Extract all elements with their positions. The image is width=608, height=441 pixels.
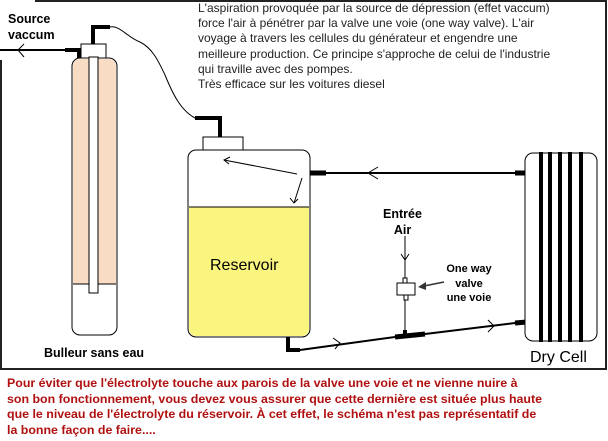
note-line: que le niveau de l'électrolyte du réserv… [7, 407, 537, 421]
flow-arrow [223, 159, 298, 175]
description-text: L'aspiration provoquée par la source de … [198, 1, 550, 92]
valve-port [402, 277, 408, 284]
air-inlet-label: Entrée Air [380, 206, 425, 238]
valve-label: One way valve une voie [440, 262, 498, 306]
frame [0, 0, 607, 370]
description-line: qui traville avec des pompes. [198, 61, 353, 76]
note-line: son bon fonctionnement, vous devez vous … [7, 391, 542, 406]
dry-cell-plates [539, 152, 583, 342]
air-label-line: Entrée [383, 207, 422, 221]
arrow-head-icon [418, 282, 426, 290]
arrow-left-icon [17, 43, 25, 58]
hose-bubbler-reservoir [109, 26, 196, 119]
bubbler-inlet-fitting [91, 25, 110, 44]
bubbler-label: Bulleur sans eau [44, 346, 145, 360]
description-line: L'aspiration provoquée par la source de … [198, 1, 550, 15]
description-line: meilleure production. Ce principe s'appr… [198, 46, 551, 61]
source-label-line: vaccum [8, 28, 55, 42]
reservoir-bottom-fitting [286, 337, 300, 352]
description-line: voyage à travers les cellules du générat… [198, 31, 518, 46]
valve-label-line: une voie [446, 292, 492, 304]
one-way-valve [396, 282, 416, 296]
dry-cell-label: Dry Cell [530, 349, 587, 366]
arrow-icon [223, 156, 231, 165]
bubbler-outlet-fitting [65, 48, 81, 58]
source-vaccum-label: Source vaccum [8, 11, 55, 43]
pointer-arrow [423, 281, 445, 287]
description-line: force l'air à pénétrer par la valve une … [198, 16, 535, 31]
air-label-line: Air [393, 223, 412, 237]
bubbler-inner-tube [88, 56, 99, 294]
description-line: Très efficace sur les voitures diesel [198, 77, 385, 92]
note-line: Pour éviter que l'électrolyte touche aux… [7, 376, 518, 390]
reservoir-top-fitting [195, 116, 222, 137]
arrow-left-icon [367, 166, 379, 180]
source-label-line: Source [8, 12, 51, 26]
arrow-down-icon [400, 253, 410, 261]
bubbler-cap [80, 43, 107, 59]
note-line: la bonne façon de faire.... [7, 422, 156, 437]
arrow-icon [289, 197, 299, 204]
tee-fitting [394, 331, 426, 340]
valve-label-line: One way [446, 263, 492, 275]
flow-arrow [293, 177, 303, 204]
reservoir-label: Reservoir [210, 257, 279, 274]
reservoir-cap [202, 136, 244, 151]
arrow-right-icon [487, 319, 495, 333]
arrow-right-icon [332, 337, 341, 350]
hose-valve-drycell [424, 322, 516, 335]
warning-note: Pour éviter que l'électrolyte touche aux… [7, 376, 542, 438]
hose-reservoir-valve [299, 336, 396, 351]
valve-port [403, 294, 409, 301]
valve-label-line: valve [455, 277, 483, 290]
electrolyte [189, 207, 309, 336]
